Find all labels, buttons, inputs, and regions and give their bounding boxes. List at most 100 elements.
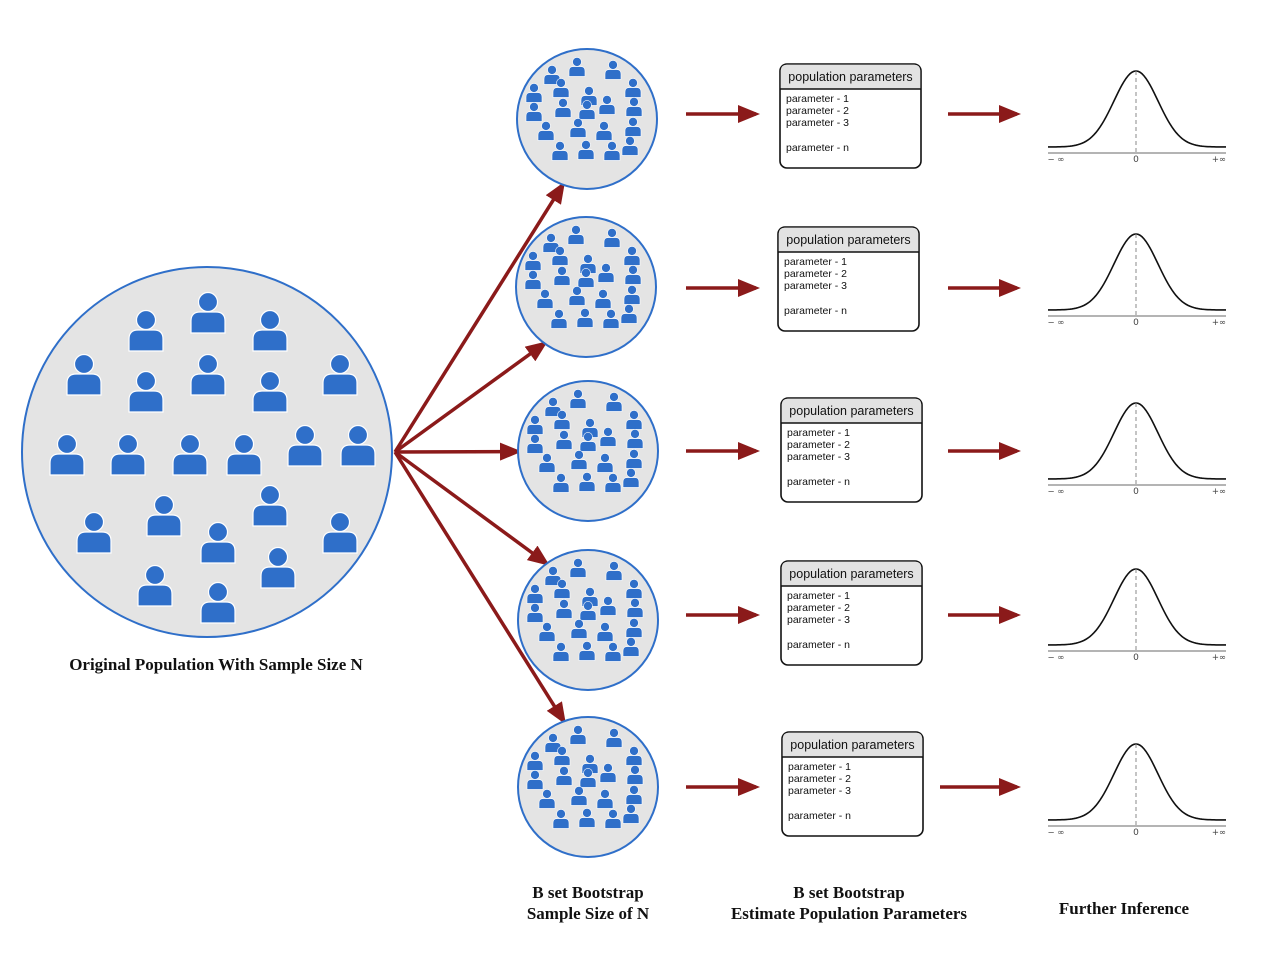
person-icon bbox=[625, 618, 643, 638]
parameter-box-frame bbox=[777, 226, 920, 332]
person-icon bbox=[526, 584, 544, 604]
person-icon bbox=[570, 450, 588, 470]
estimate-parameters-caption: B set Bootstrap Estimate Population Para… bbox=[730, 883, 968, 923]
person-icon bbox=[604, 809, 622, 829]
person-icon bbox=[542, 233, 560, 253]
person-icon bbox=[76, 511, 112, 554]
axis-label-left: − ∞ bbox=[1048, 318, 1065, 328]
person-icon bbox=[553, 266, 571, 286]
parameter-box-frame bbox=[780, 560, 923, 666]
axis-label-left: − ∞ bbox=[1048, 653, 1065, 663]
parameter-line: parameter - 3 bbox=[784, 280, 847, 292]
bootstrap-sample bbox=[517, 380, 659, 522]
person-icon bbox=[599, 427, 617, 447]
person-icon bbox=[128, 370, 164, 413]
person-icon bbox=[581, 587, 599, 607]
parameter-line: parameter - 1 bbox=[787, 590, 850, 602]
bell-curve bbox=[1047, 568, 1227, 646]
parameter-line: parameter - 2 bbox=[787, 439, 850, 451]
parameter-line: parameter - 3 bbox=[786, 117, 849, 129]
person-icon bbox=[526, 770, 544, 790]
parameter-line: parameter - 2 bbox=[788, 773, 851, 785]
parameter-box-title: population parameters bbox=[789, 567, 913, 581]
person-icon bbox=[538, 789, 556, 809]
person-icon bbox=[536, 289, 554, 309]
person-icon bbox=[190, 291, 226, 334]
person-icon bbox=[553, 410, 571, 430]
person-icon bbox=[595, 121, 613, 141]
parameter-line: parameter - n bbox=[787, 639, 850, 651]
person-icon bbox=[626, 765, 644, 785]
person-icon bbox=[578, 100, 596, 120]
person-icon bbox=[622, 468, 640, 488]
person-icon bbox=[579, 432, 597, 452]
person-icon bbox=[568, 286, 586, 306]
parameter-line: parameter - 3 bbox=[787, 451, 850, 463]
branch-arrow bbox=[393, 181, 566, 453]
parameter-box-header bbox=[782, 732, 923, 757]
axis-label-center: 0 bbox=[1133, 155, 1139, 165]
bell-curve bbox=[1047, 70, 1227, 148]
person-icon bbox=[137, 564, 173, 607]
axis-label-center: 0 bbox=[1133, 487, 1139, 497]
person-icon bbox=[624, 78, 642, 98]
parameter-line: parameter - 2 bbox=[784, 268, 847, 280]
person-icon bbox=[550, 309, 568, 329]
person-icon bbox=[146, 494, 182, 537]
person-icon bbox=[569, 725, 587, 745]
person-icon bbox=[622, 637, 640, 657]
branch-arrow bbox=[393, 451, 566, 725]
axis-label-left: − ∞ bbox=[1048, 828, 1065, 838]
person-icon bbox=[620, 304, 638, 324]
parameter-line: parameter - n bbox=[788, 810, 851, 822]
person-icon bbox=[544, 397, 562, 417]
bell-curve bbox=[1047, 233, 1227, 311]
bootstrap-sample-caption: B set Bootstrap Sample Size of N bbox=[526, 883, 650, 923]
branch-arrow bbox=[393, 341, 548, 454]
bootstrap-sample bbox=[515, 216, 657, 358]
person-icon bbox=[567, 225, 585, 245]
axis-label-center: 0 bbox=[1133, 828, 1139, 838]
person-icon bbox=[621, 136, 639, 156]
person-icon bbox=[605, 392, 623, 412]
person-icon bbox=[538, 453, 556, 473]
person-icon bbox=[252, 309, 288, 352]
person-icon bbox=[602, 309, 620, 329]
person-icon bbox=[524, 270, 542, 290]
axis-label-right: +∞ bbox=[1212, 487, 1226, 497]
person-icon bbox=[555, 766, 573, 786]
parameter-box-frame bbox=[779, 63, 922, 169]
axis-label-right: +∞ bbox=[1212, 828, 1226, 838]
parameter-box-header bbox=[780, 64, 921, 89]
person-icon bbox=[623, 285, 641, 305]
person-icon bbox=[578, 472, 596, 492]
person-icon bbox=[625, 746, 643, 766]
axis-label-left: − ∞ bbox=[1048, 487, 1065, 497]
person-icon bbox=[49, 433, 85, 476]
normal-curve: − ∞0+∞ bbox=[1047, 568, 1227, 663]
person-icon bbox=[576, 308, 594, 328]
parameter-line: parameter - 1 bbox=[786, 93, 849, 105]
person-icon bbox=[553, 579, 571, 599]
person-icon bbox=[570, 619, 588, 639]
person-icon bbox=[624, 265, 642, 285]
person-icon bbox=[568, 57, 586, 77]
person-icon bbox=[252, 370, 288, 413]
parameter-line: parameter - n bbox=[787, 476, 850, 488]
person-icon bbox=[604, 60, 622, 80]
person-icon bbox=[605, 561, 623, 581]
parameter-line: parameter - 2 bbox=[787, 602, 850, 614]
person-icon bbox=[554, 98, 572, 118]
person-icon bbox=[287, 424, 323, 467]
person-icon bbox=[552, 642, 570, 662]
parameter-box-header bbox=[781, 561, 922, 586]
person-icon bbox=[128, 309, 164, 352]
person-icon bbox=[543, 65, 561, 85]
original-population-caption: Original Population With Sample Size N bbox=[69, 655, 363, 674]
person-icon bbox=[538, 622, 556, 642]
person-icon bbox=[622, 804, 640, 824]
axis-label-center: 0 bbox=[1133, 653, 1139, 663]
normal-curve: − ∞ 0 +∞ bbox=[1048, 402, 1226, 497]
